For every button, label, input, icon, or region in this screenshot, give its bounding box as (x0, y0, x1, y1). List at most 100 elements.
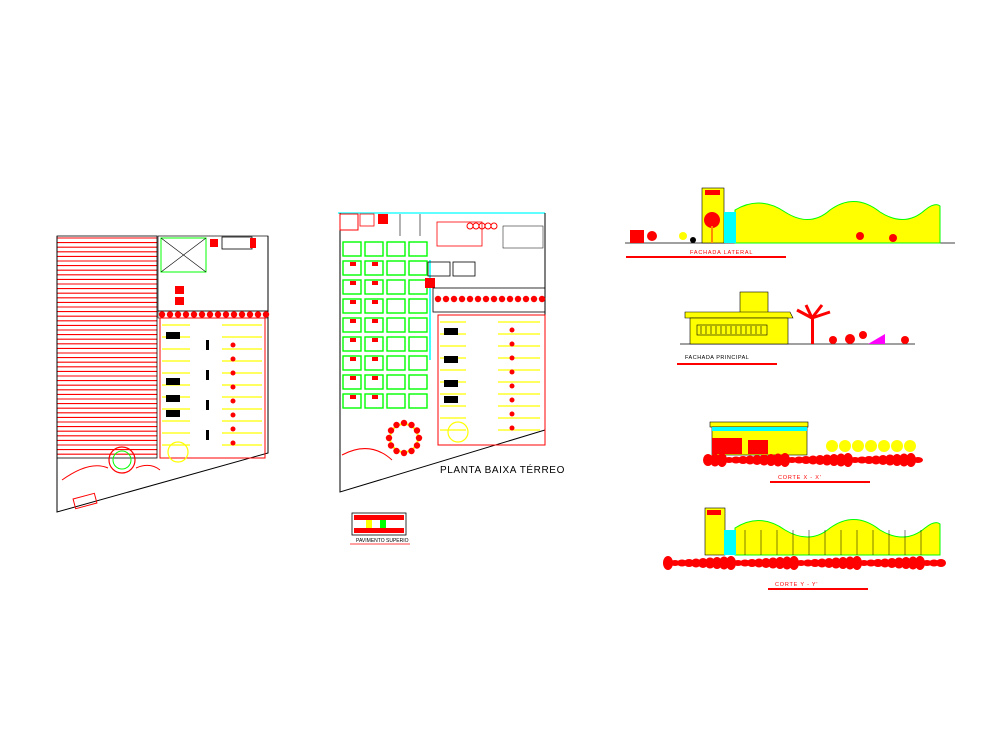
ground-hatch (703, 453, 923, 467)
tree-icon (490, 295, 498, 303)
tree-icon (230, 426, 236, 432)
marker (350, 262, 356, 266)
tree-icon (182, 311, 190, 318)
soil-hatch (780, 453, 790, 467)
tree-icon (434, 295, 442, 303)
soil-hatch (691, 558, 701, 568)
tree-icon (530, 295, 538, 303)
soil-hatch (752, 455, 762, 465)
tree-icon (482, 295, 490, 303)
tree-icon (509, 383, 515, 389)
soil-hatch (768, 557, 778, 569)
site-plan (56, 235, 270, 513)
shelf-unit (342, 317, 362, 333)
soil-hatch (892, 454, 902, 466)
shelf-unit (386, 241, 406, 257)
tree-icon (498, 295, 506, 303)
shelf-unit (342, 241, 362, 257)
shelf-unit (364, 260, 384, 276)
tree-icon (230, 412, 236, 418)
shelf-unit (364, 317, 384, 333)
tree-icon (408, 447, 415, 455)
soil-hatch (894, 557, 904, 569)
marker (350, 319, 356, 323)
tree-icon (230, 398, 236, 404)
tree-icon (190, 311, 198, 318)
shelf-unit (408, 260, 428, 276)
tree-icon (509, 425, 515, 431)
soil-hatch (726, 556, 736, 570)
soil-hatch (899, 453, 909, 467)
tree-icon (385, 434, 393, 442)
marker (372, 357, 378, 361)
soil-hatch (717, 453, 727, 467)
car-icon (166, 395, 180, 402)
tree-icon (206, 311, 214, 318)
marker (372, 319, 378, 323)
tree-icon (442, 295, 450, 303)
ground-floor-plan-title: PLANTA BAIXA TÉRREO (440, 463, 565, 476)
tree-icon (509, 341, 515, 347)
tree-icon (413, 427, 421, 434)
marker (350, 395, 356, 399)
marker (350, 357, 356, 361)
soil-hatch (915, 556, 925, 570)
car-icon (166, 378, 180, 385)
soil-hatch (789, 556, 799, 570)
marker (372, 395, 378, 399)
soil-hatch (824, 558, 834, 568)
marker (350, 281, 356, 285)
soil-hatch (866, 559, 876, 567)
shelf-unit (342, 393, 362, 409)
tree-icon (246, 311, 254, 318)
soil-hatch (864, 456, 874, 464)
soil-hatch (880, 558, 890, 568)
soil-hatch (908, 556, 918, 570)
ground-floor-plan: PLANTA BAIXA TÉRREO PAVIMENTO SUPERIO (338, 212, 565, 545)
shelving-grid (342, 241, 428, 409)
soil-hatch (845, 556, 855, 570)
tree-icon (387, 427, 395, 434)
marker (372, 281, 378, 285)
shelf-unit (408, 279, 428, 295)
tree-icon (522, 295, 530, 303)
soil-hatch (703, 454, 713, 466)
shelf-unit (386, 393, 406, 409)
marker (350, 300, 356, 304)
tree-icon (230, 356, 236, 362)
soil-hatch (808, 455, 818, 465)
soil-hatch (810, 559, 820, 567)
tank-circles (466, 222, 498, 230)
tree-row (434, 295, 546, 303)
marker (372, 376, 378, 380)
tree-icon (413, 442, 421, 449)
tree-icon (509, 369, 515, 375)
soil-hatch (901, 557, 911, 569)
soil-hatch (829, 454, 839, 466)
tree-icon (450, 295, 458, 303)
tree-icon (230, 384, 236, 390)
tree-icon (262, 311, 270, 318)
shelf-unit (408, 336, 428, 352)
soil-hatch (698, 558, 708, 568)
tree-icon (222, 311, 230, 318)
upper-floor-title: PAVIMENTO SUPERIO (356, 538, 409, 544)
shelf-unit (364, 393, 384, 409)
tree-icon (509, 397, 515, 403)
tree-row (826, 440, 916, 452)
tree-icon (506, 295, 514, 303)
shelf-unit (342, 336, 362, 352)
tree-icon (904, 440, 916, 452)
tree-icon (387, 442, 395, 449)
soil-hatch (887, 558, 897, 568)
shelf-unit (408, 241, 428, 257)
soil-hatch (817, 558, 827, 568)
tree-icon (458, 295, 466, 303)
soil-hatch (936, 559, 946, 567)
tree-icon (466, 295, 474, 303)
tree-icon (852, 440, 864, 452)
soil-hatch (857, 456, 867, 464)
soil-hatch (836, 453, 846, 467)
shelf-unit (386, 279, 406, 295)
soil-hatch (712, 557, 722, 569)
